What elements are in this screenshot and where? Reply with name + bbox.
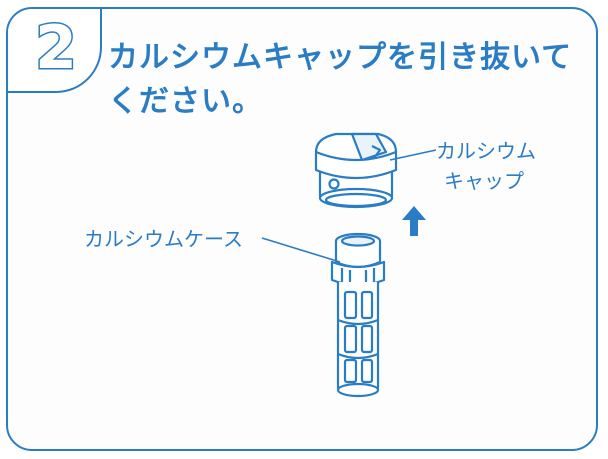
instruction-text: カルシウムキャップを引き抜いて ください。	[108, 36, 578, 124]
calcium-cap-label-line-2: キャップ	[444, 169, 524, 193]
step-badge: 2	[8, 9, 102, 93]
instruction-line-1: カルシウムキャップを引き抜いて	[108, 40, 573, 75]
cap-leader-line	[389, 149, 437, 161]
calcium-cap-label-line-1: カルシウム	[436, 139, 536, 163]
instruction-card: 2	[6, 7, 598, 451]
calcium-cap-illustration	[314, 132, 398, 209]
up-arrow-icon	[402, 206, 426, 236]
calcium-case-label: カルシウムケース	[84, 227, 243, 251]
calcium-case-illustration	[330, 232, 386, 398]
step-number: 2	[34, 13, 79, 83]
case-leader-line	[261, 237, 341, 263]
instruction-line-2: ください。	[108, 84, 263, 119]
